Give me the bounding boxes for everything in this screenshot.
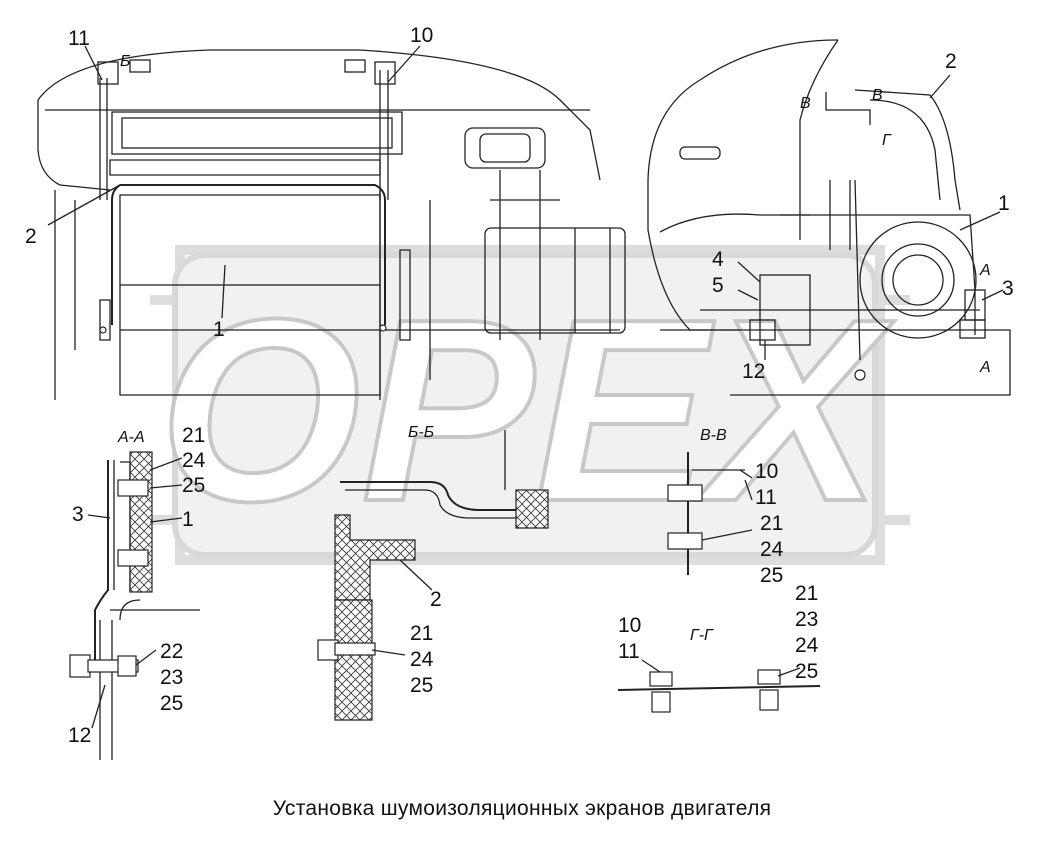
cut-mark-a: А — [979, 262, 991, 279]
callout-11: 11 — [68, 27, 90, 50]
callout-12: 12 — [742, 360, 765, 383]
callout-11: 11 — [618, 640, 640, 663]
cut-mark-v: В — [800, 95, 811, 112]
cut-mark-a: А — [979, 359, 991, 376]
callout-4: 4 — [712, 248, 724, 271]
front-view — [37, 45, 626, 400]
callout-5: 5 — [712, 274, 724, 297]
side-view — [647, 39, 1011, 396]
section-label-aa: А-А — [117, 429, 145, 446]
section-label-gg: Г-Г — [690, 627, 714, 644]
callout-1: 1 — [213, 318, 225, 341]
cut-mark-b: Б — [120, 53, 130, 70]
callout-3: 3 — [1002, 277, 1014, 300]
callout-24: 24 — [760, 538, 784, 561]
callout-24: 24 — [410, 648, 434, 671]
callout-21: 21 — [182, 424, 205, 447]
section-bb — [317, 430, 549, 721]
callout-24: 24 — [795, 634, 819, 657]
callout-21: 21 — [760, 512, 783, 535]
callout-10: 10 — [755, 460, 778, 483]
callout-2: 2 — [430, 588, 442, 611]
section-label-bb: Б-Б — [408, 424, 434, 441]
cut-mark-g: Г — [882, 132, 892, 149]
section-aa — [69, 451, 200, 760]
section-labels: А-А Б-Б В-В Г-Г Б В В Г А А — [117, 53, 991, 644]
callout-12: 12 — [68, 724, 91, 747]
callout-1: 1 — [182, 508, 194, 531]
callout-10: 10 — [618, 614, 641, 637]
callout-3: 3 — [72, 503, 84, 526]
watermark-text: OPEX — [159, 266, 895, 556]
callout-24: 24 — [182, 449, 206, 472]
callout-23: 23 — [795, 608, 818, 631]
callout-25: 25 — [795, 660, 818, 683]
section-gg — [617, 659, 821, 713]
callout-10: 10 — [410, 24, 433, 47]
callout-25: 25 — [410, 674, 433, 697]
callout-25: 25 — [160, 692, 183, 715]
cut-mark-v: В — [872, 87, 883, 104]
callout-21: 21 — [410, 622, 433, 645]
callout-1: 1 — [998, 192, 1010, 215]
section-vv — [667, 452, 753, 575]
watermark: OPEX — [150, 245, 910, 565]
callout-25: 25 — [182, 474, 205, 497]
callout-25: 25 — [760, 564, 783, 587]
callout-23: 23 — [160, 666, 183, 689]
figure-caption: Установка шумоизоляционных экранов двига… — [272, 797, 772, 820]
callout-2: 2 — [945, 50, 957, 73]
callout-11: 11 — [755, 486, 777, 509]
callout-22: 22 — [160, 640, 183, 663]
callout-21: 21 — [795, 582, 818, 605]
section-label-vv: В-В — [700, 427, 727, 444]
callout-labels: 11 10 2 1 2 1 3 4 5 12 21 24 25 3 1 22 2… — [25, 24, 1014, 747]
callout-2: 2 — [25, 225, 37, 248]
